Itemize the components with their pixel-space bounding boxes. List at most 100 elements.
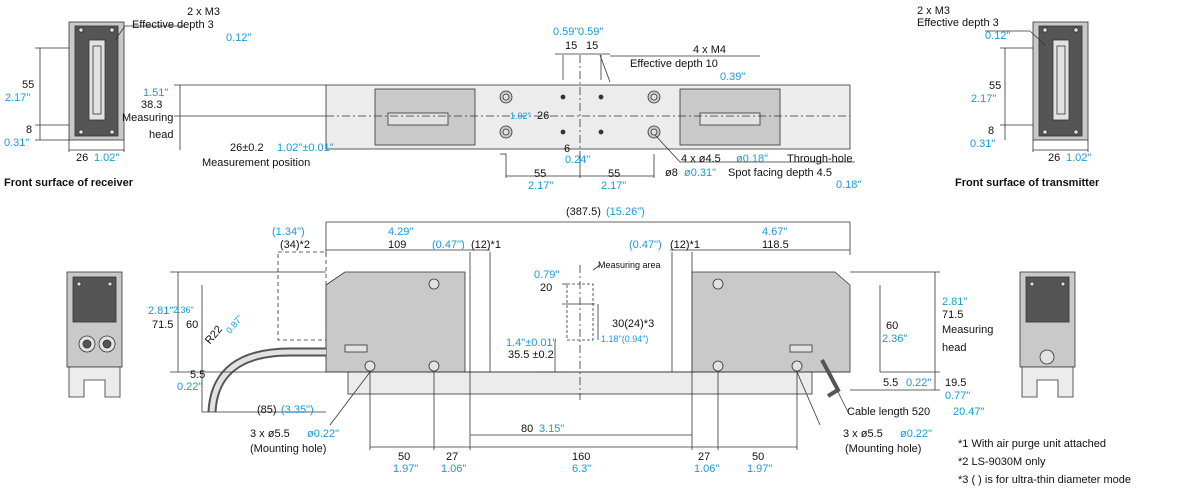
b50b: 50: [752, 451, 765, 463]
b160-in: 6.3": [572, 463, 592, 475]
d85: (85): [257, 404, 277, 416]
b27b: 27: [698, 451, 711, 463]
rcv-holes-depth: Effective depth 3: [132, 19, 214, 31]
tx-w26-in: 1.02": [1066, 152, 1092, 164]
rcv-holes-depth-in: 0.12": [226, 32, 252, 44]
measuring-area-label: Measuring area: [598, 260, 661, 270]
note-2: *2 LS-9030M only: [958, 456, 1046, 468]
mh-left-label: (Mounting hole): [250, 443, 327, 455]
note-3: *3 ( ) is for ultra-thin diameter mode: [958, 474, 1132, 486]
m4-hole-inner: [650, 93, 658, 101]
mh-label-2: head: [149, 129, 174, 141]
left-side-view-port-inner: [82, 339, 92, 349]
mh-pos-in: 1.02"±0.01": [277, 142, 334, 154]
d80: 80: [521, 423, 534, 435]
mh-d55-2: 55: [608, 168, 621, 180]
mh-m4-in: 0.39": [720, 71, 746, 83]
through-leader: [654, 134, 681, 163]
tx-h8: 8: [988, 125, 995, 137]
d355-in: 1.4"±0.01": [506, 337, 557, 349]
mh-left-leader: [329, 371, 371, 426]
mh-spot-in2: 0.18": [836, 179, 862, 191]
d34: (34)*2: [280, 239, 310, 251]
d12b-in: (0.47"): [629, 239, 662, 251]
measuring-area-leader: [592, 264, 601, 271]
d355: 35.5 ±0.2: [508, 349, 554, 361]
overall-length: (387.5): [566, 206, 601, 218]
mh-pos-label: Measurement position: [202, 157, 311, 169]
b27a-in: 1.06": [441, 463, 467, 475]
left-cable: [207, 347, 326, 413]
d34-in: (1.34"): [272, 226, 305, 238]
rh-label-2: head: [942, 342, 967, 354]
rh195-in: 0.77": [945, 390, 971, 402]
rh-label-1: Measuring: [942, 324, 994, 336]
right-side-view-screw: [1060, 281, 1066, 287]
left-head-screw: [428, 360, 440, 372]
rcv-h55-in: 2.17": [5, 92, 31, 104]
mh-right-label: (Mounting hole): [845, 443, 922, 455]
rcv-h8: 8: [26, 124, 33, 136]
transmitter-caption: Front surface of transmitter: [955, 177, 1100, 189]
receiver-front-window-inner: [92, 45, 102, 115]
mh-right: 3 x ø5.5: [843, 428, 883, 440]
rcv-holes-count: 2 x M3: [187, 6, 221, 18]
mh-through-in: ø0.18": [736, 153, 769, 165]
rcv-h8-in: 0.31": [4, 137, 30, 149]
tx-w26: 26: [1048, 152, 1061, 164]
d12a: (12)*1: [471, 239, 501, 251]
mh-h: 38.3: [141, 99, 163, 111]
d80-in: 3.15": [539, 423, 565, 435]
cable-length-in: 20.47": [953, 406, 985, 418]
tx-holes-depth-in: 0.12": [985, 30, 1011, 42]
d85-in: (3.35"): [281, 404, 314, 416]
transmitter-front-screw-hole: [1042, 129, 1048, 135]
m4-hole-inner: [502, 93, 510, 101]
mh-mid: 26: [537, 110, 550, 122]
mh-spot-in: ø0.31": [684, 167, 717, 179]
tx-h55: 55: [989, 80, 1002, 92]
tx-holes-count: 2 x M3: [917, 5, 951, 17]
d12a-in: (0.47"): [432, 239, 465, 251]
l715-in: 2.81": [148, 305, 174, 317]
rh60: 60: [886, 320, 899, 332]
receiver-caption: Front surface of receiver: [4, 177, 133, 189]
mh-m4-depth: Effective depth 10: [630, 58, 718, 70]
rh715: 71.5: [942, 309, 964, 321]
left-cable-core: [209, 349, 326, 413]
left-side-view-screw: [107, 281, 113, 287]
mh-mid-in: 1.02": [510, 111, 531, 121]
m4-leader: [599, 54, 611, 83]
mh-h-in: 1.51": [143, 87, 169, 99]
receiver-front-screw-hole: [109, 27, 115, 33]
b50a-in: 1.97": [393, 463, 419, 475]
mh-top15-1: 15: [565, 40, 578, 52]
mh-right-leader: [796, 371, 821, 426]
transmitter-front-window: [1052, 39, 1070, 121]
left-head-body: [325, 271, 466, 373]
m4-thread-hole: [560, 94, 566, 100]
d109: 109: [388, 239, 407, 251]
mh-top-in-2: 0.59": [578, 26, 604, 38]
rh55-in: 0.22": [906, 377, 932, 389]
mh-left-in: ø0.22": [307, 428, 340, 440]
right-head-screw: [712, 360, 724, 372]
right-side-view-screw: [1029, 281, 1035, 287]
right-side-view-cable-port: [1039, 349, 1055, 365]
mh-spot: ø8: [665, 167, 678, 179]
mh-top-in-1: 0.59": [553, 26, 579, 38]
b50b-in: 1.97": [747, 463, 773, 475]
rh55: 5.5: [883, 377, 899, 389]
mh-spot-label: Spot facing depth 4.5: [728, 167, 832, 179]
mh-top15-2: 15: [586, 40, 599, 52]
b50a: 50: [398, 451, 411, 463]
m4-hole-inner: [650, 128, 658, 136]
d1185: 118.5: [762, 239, 789, 251]
measuring-head-left-window: [387, 112, 449, 126]
d30-in: 1.18"(0.94"): [601, 334, 649, 344]
l715: 71.5: [152, 319, 174, 331]
measuring-head-right-window: [699, 112, 761, 126]
mh-six: 6: [564, 143, 571, 155]
